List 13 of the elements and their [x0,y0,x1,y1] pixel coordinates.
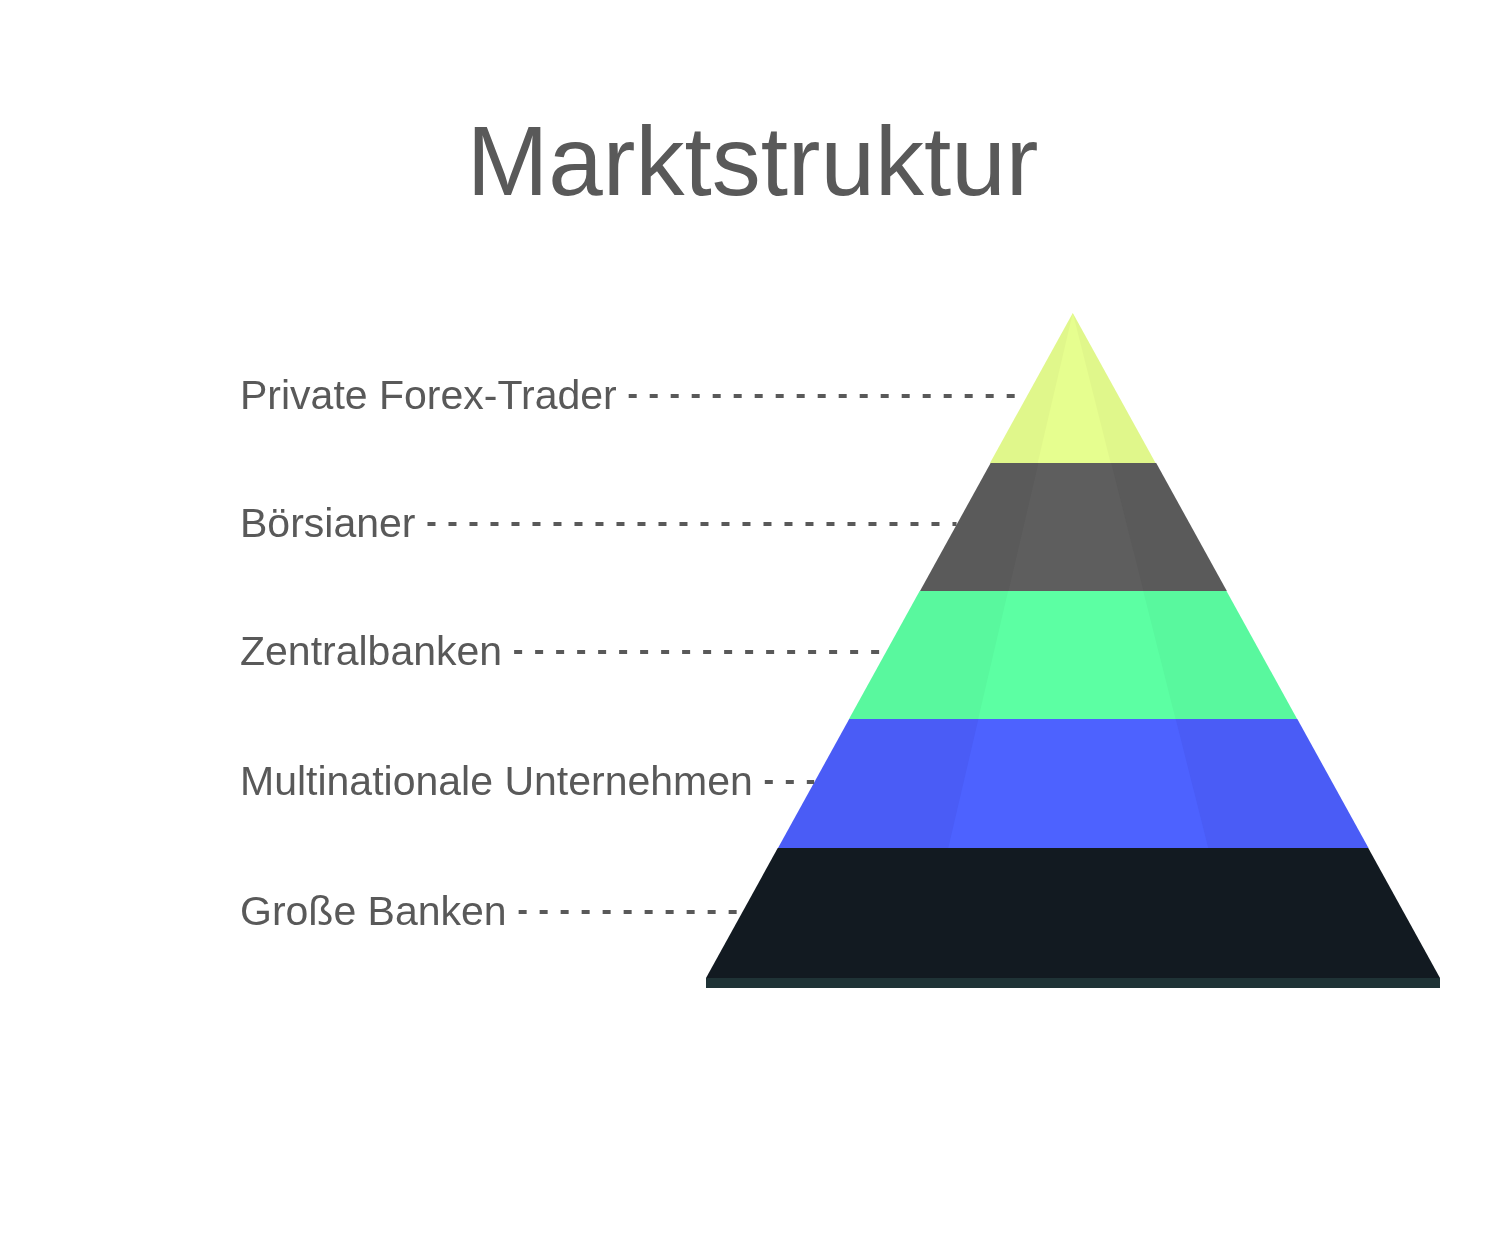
pyramid-tier [706,848,1440,988]
tier-label: Zentralbanken [240,628,503,676]
tier-label: Multinationale Unternehmen [240,758,753,806]
tier-label: Börsianer [240,500,416,548]
pyramid-tier [919,463,1227,591]
tier-label: Private Forex-Trader [240,372,617,420]
tier-label: Große Banken [240,888,507,936]
pyramid-tier [777,719,1369,848]
pyramid-tier [848,591,1298,719]
pyramid-tier [990,313,1156,463]
leader-line [764,780,815,784]
diagram-title: Marktstruktur [466,105,1039,218]
leader-line [427,522,957,526]
